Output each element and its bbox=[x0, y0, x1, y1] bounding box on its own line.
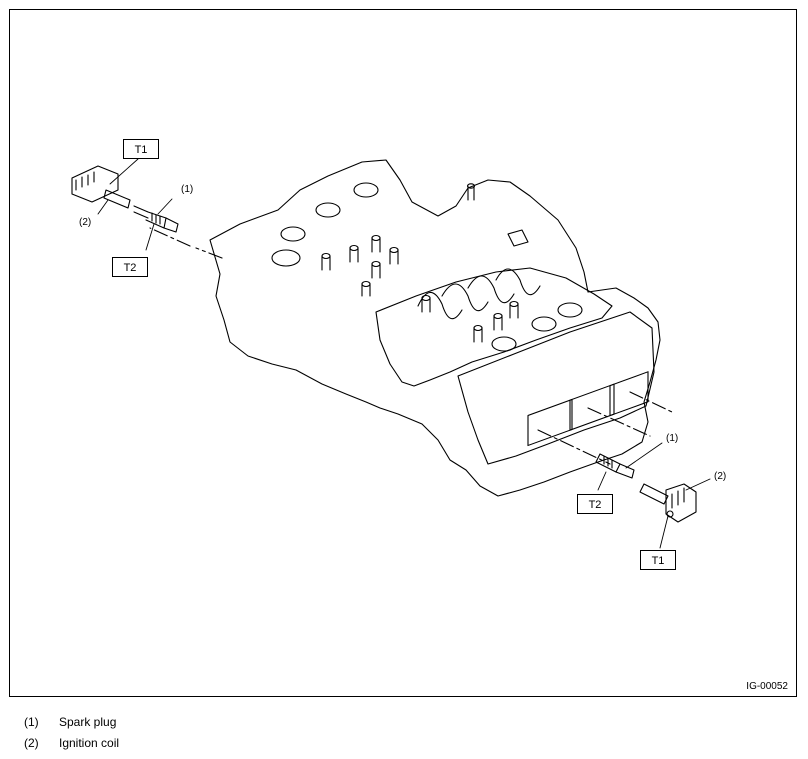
tag-t1-right: T1 bbox=[640, 550, 676, 570]
spark-plug-port bbox=[527, 398, 573, 447]
intake-runner bbox=[441, 283, 489, 312]
bosses bbox=[321, 183, 519, 343]
spark-plug-port bbox=[609, 371, 649, 417]
left-ignition-coil bbox=[71, 165, 131, 209]
right-ignition-coil bbox=[639, 483, 697, 523]
leader-lines bbox=[97, 158, 711, 549]
tag-t1-left: T1 bbox=[123, 139, 159, 159]
figure-frame: T1 T2 T2 T1 (1) (2) (1) (2) IG-00052 bbox=[9, 9, 797, 697]
legend-item: (2) Ignition coil bbox=[24, 733, 119, 754]
port bbox=[557, 302, 583, 318]
legend: (1) Spark plug (2) Ignition coil bbox=[24, 712, 119, 754]
port bbox=[315, 202, 341, 218]
legend-label: Ignition coil bbox=[59, 736, 120, 750]
callout-ignition-coil-left: (2) bbox=[79, 217, 92, 228]
port bbox=[271, 249, 301, 267]
figure-id: IG-00052 bbox=[746, 681, 788, 692]
legend-label: Spark plug bbox=[59, 715, 117, 729]
intake-runner bbox=[467, 275, 515, 304]
port bbox=[353, 182, 379, 198]
port bbox=[280, 226, 306, 242]
port bbox=[507, 229, 529, 247]
tag-t2-left: T2 bbox=[112, 257, 148, 277]
cylinder-head-face bbox=[457, 311, 655, 465]
engine-illustration bbox=[71, 158, 711, 549]
callout-ignition-coil-right: (2) bbox=[714, 471, 727, 482]
center-lines bbox=[149, 227, 673, 465]
spark-plug-port bbox=[569, 383, 615, 431]
legend-number: (2) bbox=[24, 736, 39, 750]
port bbox=[491, 336, 517, 352]
intake-runner bbox=[495, 268, 541, 296]
engine-block-outline bbox=[209, 159, 661, 497]
port bbox=[531, 316, 557, 332]
legend-number: (1) bbox=[24, 715, 39, 729]
legend-item: (1) Spark plug bbox=[24, 712, 119, 733]
tag-t2-right: T2 bbox=[577, 494, 613, 514]
callout-spark-plug-left: (1) bbox=[181, 184, 194, 195]
callout-spark-plug-right: (1) bbox=[666, 433, 679, 444]
intake-runner bbox=[417, 291, 463, 320]
left-spark-plug bbox=[133, 205, 179, 233]
